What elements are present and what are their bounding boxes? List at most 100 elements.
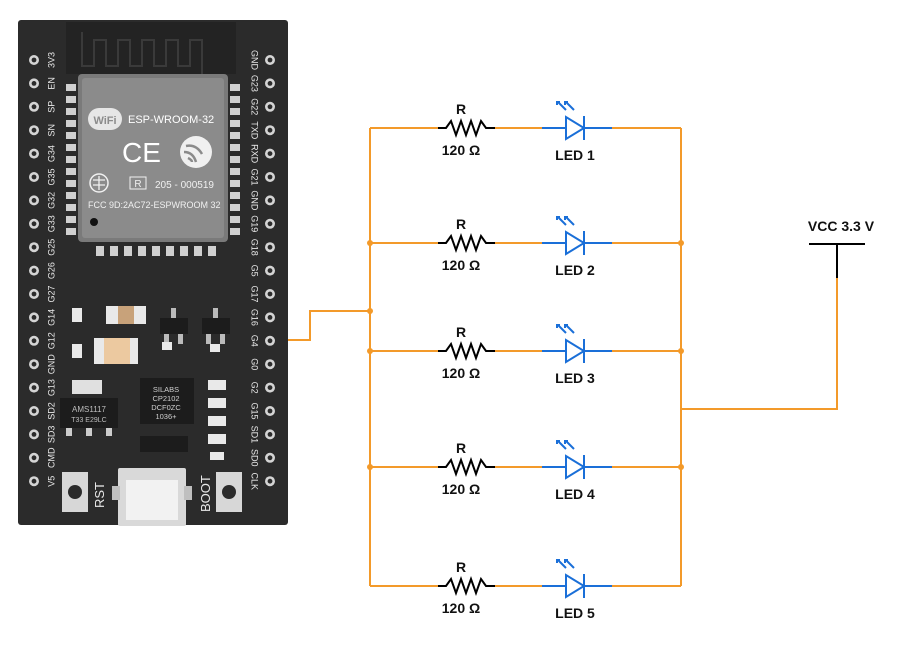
resistor-icon (438, 576, 495, 596)
ce-mark: CE (122, 137, 161, 168)
resistor-value: 120 Ω (442, 257, 480, 273)
led-icon (565, 230, 586, 256)
g16-wire (288, 310, 370, 341)
left-pin-label: G14 (46, 309, 56, 326)
left-pin-label: G13 (46, 379, 56, 396)
right-pin-label: G0 (250, 358, 260, 370)
left-pin-label: SD2 (46, 402, 56, 420)
small-ic (140, 436, 188, 452)
resistor-label: R (456, 216, 466, 232)
light-arrow-icon (556, 324, 567, 334)
right-pin-label: G15 (250, 402, 260, 419)
pin1-marker (90, 218, 98, 226)
usb-uart-ic (140, 378, 194, 424)
left-pin-labels: 3V3ENSPSNG34G35G32G33G25G26G27G14G12GNDG… (46, 52, 56, 487)
light-arrow-icon (556, 216, 567, 226)
usb-uart-ic-line4: 1036+ (155, 412, 177, 421)
junction-dot (367, 464, 373, 470)
led-label: LED 4 (555, 486, 595, 502)
light-arrow-icon (556, 101, 567, 111)
left-pin-label: G26 (46, 262, 56, 279)
right-pin-label: G23 (250, 75, 260, 92)
right-pin-label: G2 (250, 382, 260, 394)
smd-resistor (72, 308, 82, 322)
light-arrow-icon (564, 324, 575, 334)
left-pin-label: EN (46, 77, 56, 90)
resistor-label: R (456, 101, 466, 117)
led-label: LED 1 (555, 147, 595, 163)
led-branch-5: R 120 Ω LED 5 (370, 559, 681, 621)
led-icon (565, 115, 586, 141)
junction-dot (678, 464, 684, 470)
left-pin-label: CMD (46, 447, 56, 468)
resistor-label: R (456, 440, 466, 456)
right-pin-label: G21 (250, 168, 260, 185)
led-label: LED 2 (555, 262, 595, 278)
regulator-ic (60, 398, 118, 428)
right-pin-labels: GNDG23G22TXDRXDG21GNDG19G18G5G17G16G4G0G… (250, 50, 260, 490)
vcc-symbol: VCC 3.3 V (808, 218, 875, 278)
left-pin-label: G34 (46, 145, 56, 162)
left-pin-label: SP (46, 101, 56, 113)
fcc-id: FCC 9D:2AC72-ESPWROOM 32 (88, 200, 221, 210)
smd-resistor (72, 344, 82, 358)
resistor-value: 120 Ω (442, 600, 480, 616)
resistor-icon (438, 341, 495, 361)
left-pin-label: G27 (46, 285, 56, 302)
light-arrow-icon (556, 440, 567, 450)
light-arrow-icon (556, 559, 567, 569)
vcc-wire (681, 278, 838, 410)
left-pin-label: G32 (46, 192, 56, 209)
transistor (202, 318, 230, 334)
right-pin-label: G18 (250, 239, 260, 256)
wifi-logo-text: WiFi (93, 115, 116, 127)
rst-button (62, 472, 88, 512)
regulator-ic-label: AMS1117 (72, 405, 106, 414)
right-pin-label: SD1 (250, 426, 260, 444)
resistor-label: R (456, 559, 466, 575)
light-arrow-icon (564, 101, 575, 111)
resistor-value: 120 Ω (442, 365, 480, 381)
vcc-label: VCC 3.3 V (808, 218, 875, 234)
led-branch-2: R 120 Ω LED 2 (370, 216, 681, 278)
right-pin-label: CLK (250, 472, 260, 490)
light-arrow-icon (564, 216, 575, 226)
left-pin-label: V5 (46, 476, 56, 487)
resistor-icon (438, 457, 495, 477)
junction-dot (367, 308, 373, 314)
left-pin-label: G12 (46, 332, 56, 349)
left-pin-label: G33 (46, 215, 56, 232)
right-pin-label: RXD (250, 144, 260, 164)
right-pin-label: G22 (250, 98, 260, 115)
wifi-logo-icon: WiFi (88, 108, 122, 130)
right-pin-label: G17 (250, 285, 260, 302)
led-label: LED 5 (555, 605, 595, 621)
junction-dot (678, 240, 684, 246)
led-branch-4: R 120 Ω LED 4 (370, 440, 681, 502)
rst-label: RST (92, 482, 107, 508)
resistor-value: 120 Ω (442, 142, 480, 158)
regulator-tab (72, 380, 102, 394)
right-header (265, 55, 275, 487)
right-pin-label: TXD (250, 121, 260, 140)
right-pin-label: G4 (250, 335, 260, 347)
right-pin-label: G5 (250, 265, 260, 277)
right-pin-label: G19 (250, 215, 260, 232)
resistor-value: 120 Ω (442, 481, 480, 497)
boot-button (216, 472, 242, 512)
left-pin-label: G35 (46, 168, 56, 185)
left-pin-label: G25 (46, 239, 56, 256)
right-pin-label: GND (250, 190, 260, 211)
junction-dot (367, 348, 373, 354)
left-pin-label: SN (46, 124, 56, 137)
led-branch-1: R 120 Ω LED 1 (370, 101, 681, 163)
left-pin-label: GND (46, 354, 56, 375)
junction-dot (678, 348, 684, 354)
light-arrow-icon (564, 440, 575, 450)
resistor-icon (438, 233, 495, 253)
espressif-logo-icon (180, 136, 212, 168)
usb-uart-ic-line1: SILABS (153, 385, 179, 394)
